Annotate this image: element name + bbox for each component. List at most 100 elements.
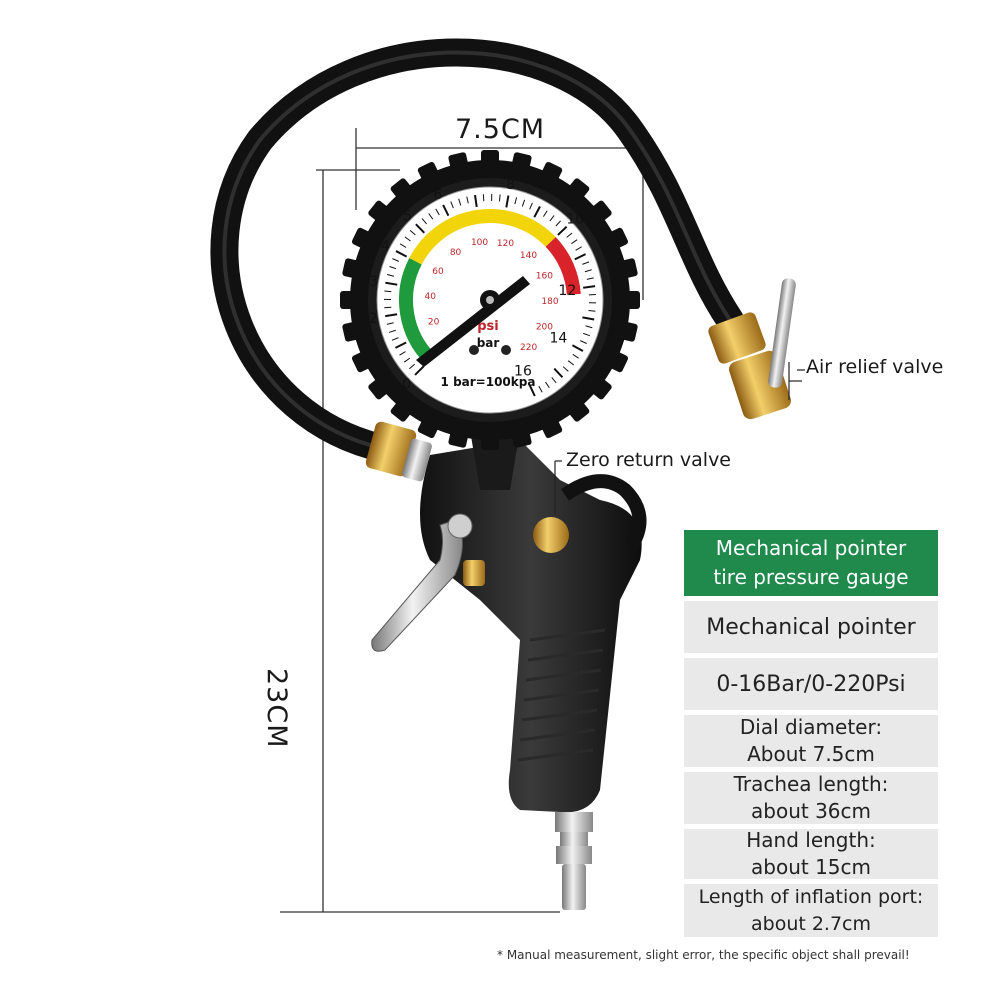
- bar-tick: [450, 201, 454, 209]
- boot-tooth: [584, 372, 612, 400]
- psi-scale-label: 80: [450, 248, 462, 258]
- boot-tooth: [390, 394, 418, 422]
- bar-tick: [580, 340, 587, 344]
- bar-tick: [409, 363, 416, 370]
- psi-scale-label: 120: [497, 239, 514, 249]
- boot-tooth: [600, 227, 629, 253]
- bar-tick: [529, 202, 533, 210]
- spec-range: 0-16Bar/0-220Psi: [684, 658, 938, 710]
- green-zone-arc: [399, 257, 436, 365]
- gauge-psi-unit: psi: [477, 319, 499, 334]
- bar-tick: [584, 269, 592, 273]
- bar-tick: [574, 253, 587, 261]
- boot-tooth: [417, 410, 443, 439]
- bar-tick: [399, 243, 407, 248]
- spec-dial-diameter: Dial diameter: About 7.5cm: [684, 715, 938, 767]
- bar-tick: [583, 285, 596, 289]
- inflation-port: [555, 812, 593, 910]
- bar-tick: [572, 353, 579, 359]
- boot-tooth: [611, 319, 638, 342]
- psi-scale-label: 140: [520, 251, 537, 261]
- zero-return-valve-knob: [533, 517, 569, 553]
- spec-hand-length-value: about 15cm: [751, 855, 871, 879]
- bar-tick: [505, 195, 510, 208]
- bar-tick: [566, 232, 573, 238]
- bar-tick: [571, 344, 584, 352]
- bar-scale-label: 16: [514, 364, 532, 380]
- bar-tick: [585, 325, 593, 329]
- bar-tick: [442, 204, 450, 217]
- boot-tooth: [342, 319, 369, 342]
- psi-scale-label: 40: [425, 292, 437, 302]
- boot-tooth: [509, 421, 532, 448]
- bar-tick: [389, 266, 397, 270]
- psi-scale-label: 100: [471, 238, 488, 248]
- psi-scale-label: 20: [428, 318, 440, 328]
- bar-scale-label: 10: [566, 211, 584, 227]
- spec-trachea-length: Trachea length: about 36cm: [684, 772, 938, 824]
- bar-scale-label: 2: [369, 311, 378, 327]
- bar-scale-label: 8: [506, 177, 515, 193]
- bar-tick: [521, 199, 526, 207]
- boot-tooth: [448, 152, 471, 179]
- spec-heading-line1: Mechanical pointer: [715, 536, 907, 560]
- air-relief-valve-label: Air relief valve: [806, 356, 944, 378]
- bar-tick: [514, 197, 518, 205]
- spec-hand-length-label: Hand length:: [746, 828, 876, 852]
- boot-tooth: [584, 200, 612, 228]
- bar-tick: [575, 246, 582, 251]
- boot-tooth: [481, 150, 499, 174]
- gauge-conversion: 1 bar=100kpa: [441, 375, 536, 389]
- bar-tick: [386, 274, 395, 277]
- bar-tick: [528, 384, 536, 397]
- boot-tooth: [368, 200, 396, 228]
- boot-tooth: [342, 258, 369, 281]
- bar-tick: [474, 194, 478, 208]
- bar-tick: [428, 213, 434, 220]
- bar-tick: [562, 366, 569, 372]
- spec-trachea-length-label: Trachea length:: [733, 772, 889, 796]
- boot-tooth: [390, 178, 418, 206]
- bar-tick: [549, 215, 555, 222]
- spec-dial-diameter-label: Dial diameter:: [739, 715, 883, 739]
- boot-tooth: [351, 227, 380, 253]
- spec-inflation-port: Length of inflation port: about 2.7cm: [684, 884, 938, 937]
- bar-tick: [571, 239, 578, 245]
- bar-tick: [466, 196, 469, 204]
- boot-tooth: [562, 394, 590, 422]
- bar-tick: [542, 210, 548, 217]
- spec-range-value: 0-16Bar/0-220Psi: [716, 671, 906, 697]
- bar-scale-label: 5: [403, 209, 412, 225]
- boot-tooth: [537, 161, 563, 190]
- bar-tick: [582, 316, 595, 321]
- boot-tooth: [448, 421, 471, 448]
- dial-width-label: 7.5CM: [455, 114, 546, 145]
- trigger-lever: [371, 519, 463, 652]
- psi-scale-label: 160: [536, 272, 553, 282]
- total-height-label: 23CM: [261, 668, 292, 749]
- bar-tick: [403, 357, 411, 363]
- psi-scale-label: 180: [541, 297, 558, 307]
- spec-heading: Mechanical pointer tire pressure gauge: [684, 530, 938, 596]
- bar-tick: [384, 290, 392, 293]
- hose-highlight: [222, 50, 732, 452]
- spec-inflation-port-label: Length of inflation port:: [698, 885, 924, 908]
- spec-hand-length: Hand length: about 15cm: [684, 828, 938, 879]
- bar-scale-label: 6: [433, 187, 442, 203]
- psi-scale-label: 200: [536, 322, 553, 332]
- psi-scale-label: 60: [432, 267, 444, 277]
- zero-return-valve-label: Zero return valve: [566, 449, 731, 471]
- spec-trachea-length-value: about 36cm: [751, 799, 871, 823]
- bar-tick: [551, 377, 557, 384]
- boot-tooth: [562, 178, 590, 206]
- bar-scale-label: 3: [369, 274, 378, 290]
- bar-tick: [588, 310, 596, 312]
- bar-scale-label: 4: [381, 239, 390, 255]
- boot-tooth: [351, 347, 380, 373]
- boot-tooth: [509, 152, 532, 179]
- bar-tick: [553, 367, 564, 379]
- bar-tick: [385, 313, 398, 318]
- boot-tooth: [368, 372, 396, 400]
